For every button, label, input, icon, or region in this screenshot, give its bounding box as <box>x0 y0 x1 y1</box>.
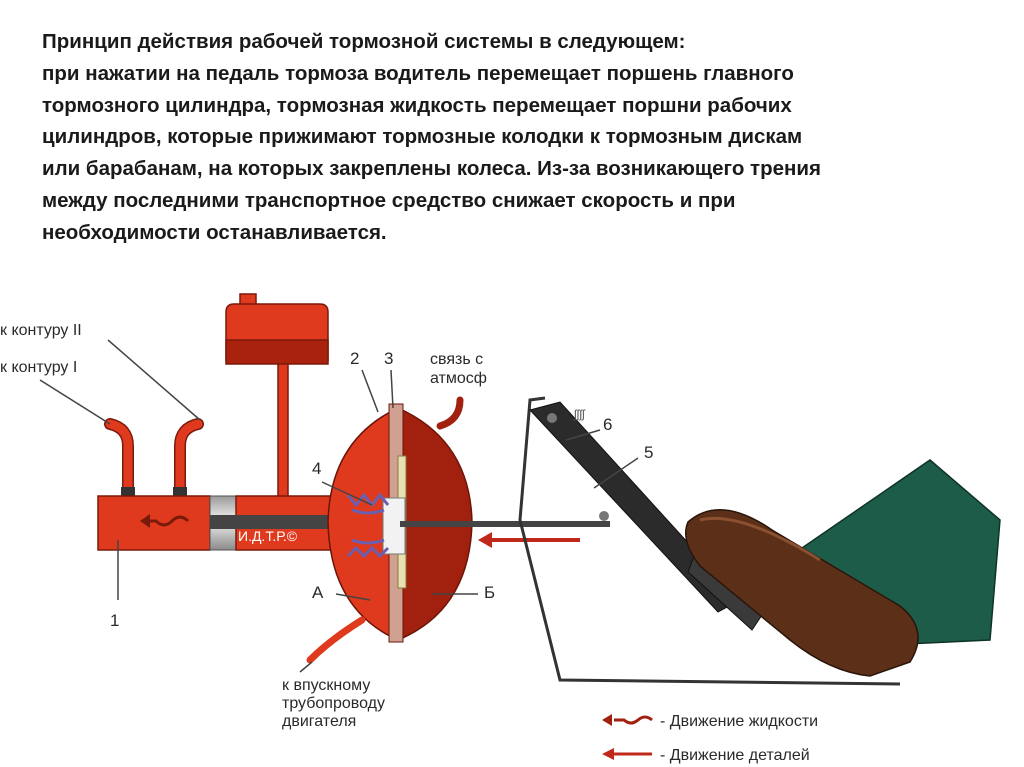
watermark: И.Д.Т.Р.© <box>238 528 298 544</box>
label-intake-line2: трубопроводу <box>282 695 385 712</box>
label-number-3: 3 <box>384 349 393 368</box>
description-line: необходимости останавливается. <box>42 220 387 244</box>
driver-foot <box>685 459 1001 677</box>
legend: - Движение жидкости - Движение деталей <box>602 713 818 764</box>
description-text: Принцип действия рабочей тормозной систе… <box>42 26 1017 249</box>
fluid-reservoir <box>225 293 329 499</box>
description-line: при нажатии на педаль тормоза водитель п… <box>42 61 794 85</box>
label-atmosphere-line2: атмосф <box>430 370 487 387</box>
legend-fluid-label: - Движение жидкости <box>660 713 818 730</box>
leader-lines <box>39 339 639 673</box>
label-number-5: 5 <box>644 443 653 462</box>
label-number-1: 1 <box>110 611 119 630</box>
label-atmosphere-line1: связь с <box>430 351 483 368</box>
label-number-2: 2 <box>350 349 359 368</box>
label-number-4: 4 <box>312 459 321 478</box>
parts-motion-arrow <box>478 532 580 548</box>
master-cylinder: И.Д.Т.Р.© <box>97 495 356 551</box>
description-line: цилиндров, которые прижимают тормозные к… <box>42 125 803 149</box>
label-intake-line3: двигателя <box>282 713 356 730</box>
label-chamber-a: А <box>312 583 324 602</box>
legend-fluid-icon <box>602 714 653 726</box>
brake-system-diagram: И.Д.Т.Р.© <box>0 293 1001 764</box>
label-circuit-1: к контуру I <box>0 359 77 376</box>
push-rod <box>400 521 610 527</box>
legend-parts-icon <box>602 748 652 760</box>
legend-parts-label: - Движение деталей <box>660 747 810 764</box>
label-chamber-b: Б <box>484 583 495 602</box>
vacuum-booster <box>306 396 473 664</box>
circuit-pipes <box>104 418 204 503</box>
description-line: между последними транспортное средство с… <box>42 188 736 212</box>
label-number-6: 6 <box>603 415 612 434</box>
label-intake-line1: к впускному <box>282 677 370 694</box>
svg-text:ʃʃʃʃ: ʃʃʃʃ <box>573 407 586 421</box>
label-circuit-2: к контуру II <box>0 322 82 339</box>
description-line: тормозного цилиндра, тормозная жидкость … <box>42 93 792 117</box>
description-line: или барабанам, на которых закреплены кол… <box>42 157 821 181</box>
description-line: Принцип действия рабочей тормозной систе… <box>42 30 686 53</box>
